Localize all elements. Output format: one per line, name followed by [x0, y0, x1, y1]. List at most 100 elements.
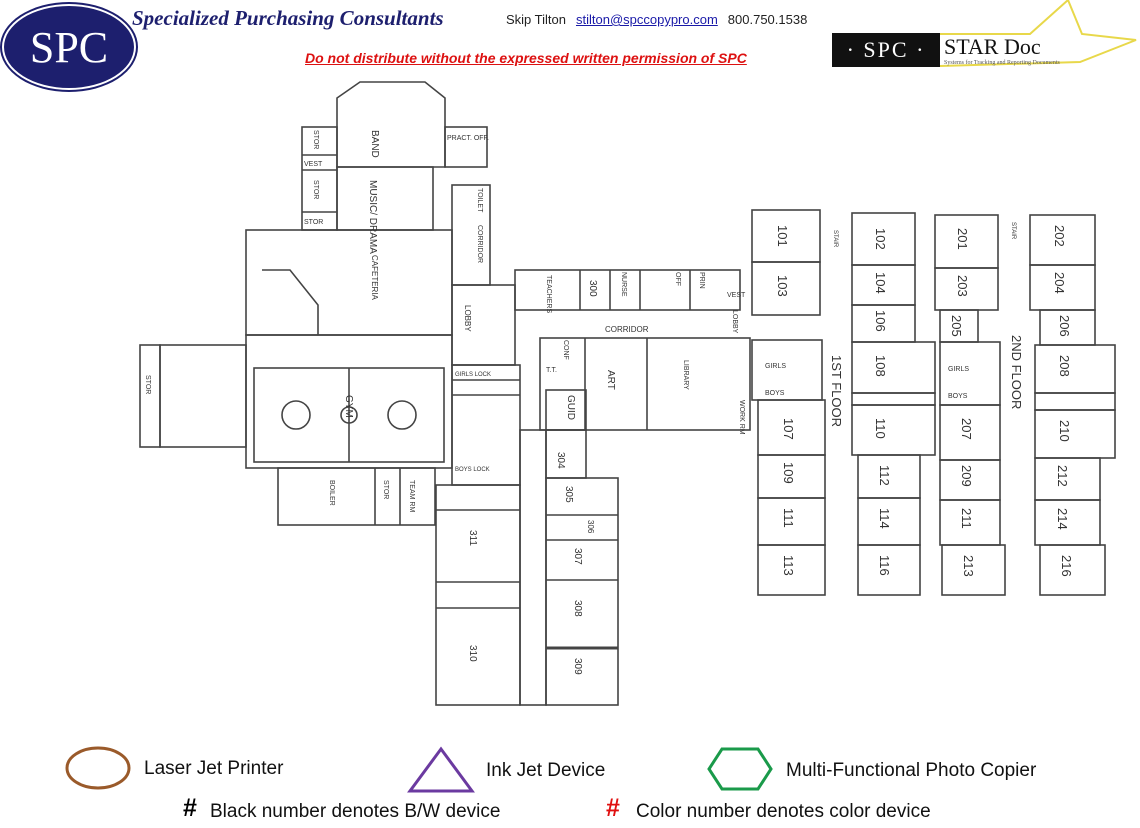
room-off: OFF — [674, 272, 681, 286]
room-girls: GIRLS — [765, 363, 786, 370]
contact-phone: 800.750.1538 — [727, 12, 808, 27]
room-girls-lock: GIRLS LOCK — [455, 372, 491, 378]
room-214: 214 — [1055, 508, 1070, 530]
distribution-warning: Do not distribute without the expressed … — [305, 50, 747, 66]
room-boys-lock: BOYS LOCK — [455, 467, 490, 473]
room-music-drama: MUSIC/ DRAMA — [367, 180, 378, 254]
room-311: 311 — [467, 530, 478, 546]
room-stor: STOR — [312, 180, 319, 199]
corridor-vertical: CORRIDOR — [476, 225, 483, 263]
room-toilet: TOILET — [476, 188, 483, 213]
legend-mfp: Multi-Functional Photo Copier — [786, 760, 1037, 781]
room-103: 103 — [775, 275, 790, 297]
red-hash-icon: # — [606, 794, 620, 822]
contact-email-link[interactable]: stilton@spccopypro.com — [575, 12, 718, 27]
room-209: 209 — [959, 465, 974, 487]
room-207: 207 — [959, 418, 974, 440]
room-216: 216 — [1059, 555, 1074, 577]
room-109: 109 — [781, 462, 796, 484]
room-stor: STOR — [304, 219, 323, 226]
room-boiler: BOILER — [328, 480, 335, 506]
room-108: 108 — [873, 355, 888, 377]
room-gym: GYM — [343, 395, 354, 418]
room-309: 309 — [572, 658, 583, 675]
room-300: 300 — [587, 280, 598, 297]
room-106: 106 — [873, 310, 888, 332]
black-hash-icon: # — [183, 794, 197, 822]
room-tt: T.T. — [546, 367, 557, 374]
room-307: 307 — [572, 548, 583, 565]
room-team: TEAM RM — [408, 480, 415, 512]
room-pract: PRACT. OFF. — [447, 135, 489, 142]
room-212: 212 — [1055, 465, 1070, 487]
star-icon — [939, 0, 1137, 67]
room-guid: GUID — [565, 395, 576, 420]
room-110: 110 — [873, 418, 888, 439]
stardoc-title: STAR Doc — [944, 34, 1041, 59]
room-206: 206 — [1057, 315, 1072, 337]
room-104: 104 — [873, 272, 888, 294]
spc-logo: SPC — [2, 4, 136, 90]
room-library: LIBRARY — [682, 360, 689, 390]
room-101: 101 — [775, 225, 790, 247]
room-304: 304 — [555, 452, 566, 469]
room-111: 111 — [781, 508, 796, 528]
stardoc-logo: · SPC · — [832, 33, 940, 67]
room-208: 208 — [1057, 355, 1072, 377]
room-nurse: NURSE — [620, 272, 627, 297]
legend-color-note: Color number denotes color device — [636, 801, 931, 822]
legend-laser: Laser Jet Printer — [144, 758, 284, 779]
legend-inkjet: Ink Jet Device — [486, 760, 606, 781]
room-boys: BOYS — [765, 390, 785, 397]
room-lobby: LOBBY — [731, 310, 738, 334]
logo-text: SPC — [29, 22, 109, 72]
room-boys: BOYS — [948, 393, 968, 400]
mfp-hexagon-icon — [707, 747, 773, 791]
building-outline — [139, 81, 1116, 706]
first-floor-label: 1ST FLOOR — [829, 355, 844, 427]
room-prin: PRIN — [698, 272, 705, 289]
contact-name: Skip Tilton — [506, 12, 566, 27]
room-211: 211 — [959, 508, 974, 529]
company-name: Specialized Purchasing Consultants — [132, 6, 444, 30]
room-stor: STOR — [312, 130, 319, 149]
room-work: WORK RM — [738, 400, 745, 435]
room-213: 213 — [961, 555, 976, 577]
room-205: 205 — [949, 315, 964, 337]
room-107: 107 — [781, 418, 796, 440]
room-113: 113 — [781, 555, 796, 576]
stair-label: STAIR — [832, 230, 838, 248]
room-305: 305 — [563, 486, 574, 503]
room-308: 308 — [572, 600, 583, 617]
room-114: 114 — [877, 508, 892, 529]
room-art: ART — [605, 370, 616, 390]
laser-printer-circle-icon — [65, 746, 131, 790]
room-teachers: TEACHERS — [545, 275, 552, 313]
room-girls: GIRLS — [948, 366, 969, 373]
room-lobby: LOBBY — [463, 305, 472, 332]
room-203: 203 — [955, 275, 970, 297]
room-102: 102 — [873, 228, 888, 250]
corridor-label: CORRIDOR — [605, 325, 649, 334]
room-310: 310 — [467, 645, 478, 662]
room-stor: STOR — [144, 375, 151, 394]
room-202: 202 — [1052, 225, 1067, 247]
room-stor: STOR — [382, 480, 389, 499]
legend-bw-note: Black number denotes B/W device — [210, 801, 501, 822]
room-306: 306 — [586, 520, 595, 534]
room-112: 112 — [877, 465, 892, 486]
stardoc-tagline: Systems for Tracking and Reporting Docum… — [944, 60, 1060, 66]
room-conf: CONF — [562, 340, 569, 360]
room-vest: VEST — [727, 292, 746, 299]
ink-jet-triangle-icon — [407, 746, 475, 793]
room-210: 210 — [1057, 420, 1072, 442]
stair-label: STAIR — [1010, 222, 1016, 240]
room-204: 204 — [1052, 272, 1067, 294]
room-cafeteria: CAFETERIA — [370, 255, 379, 301]
room-201: 201 — [955, 228, 970, 250]
room-band: BAND — [369, 130, 380, 158]
second-floor-label: 2ND FLOOR — [1009, 335, 1024, 409]
room-vest: VEST — [304, 161, 323, 168]
room-116: 116 — [877, 555, 892, 576]
